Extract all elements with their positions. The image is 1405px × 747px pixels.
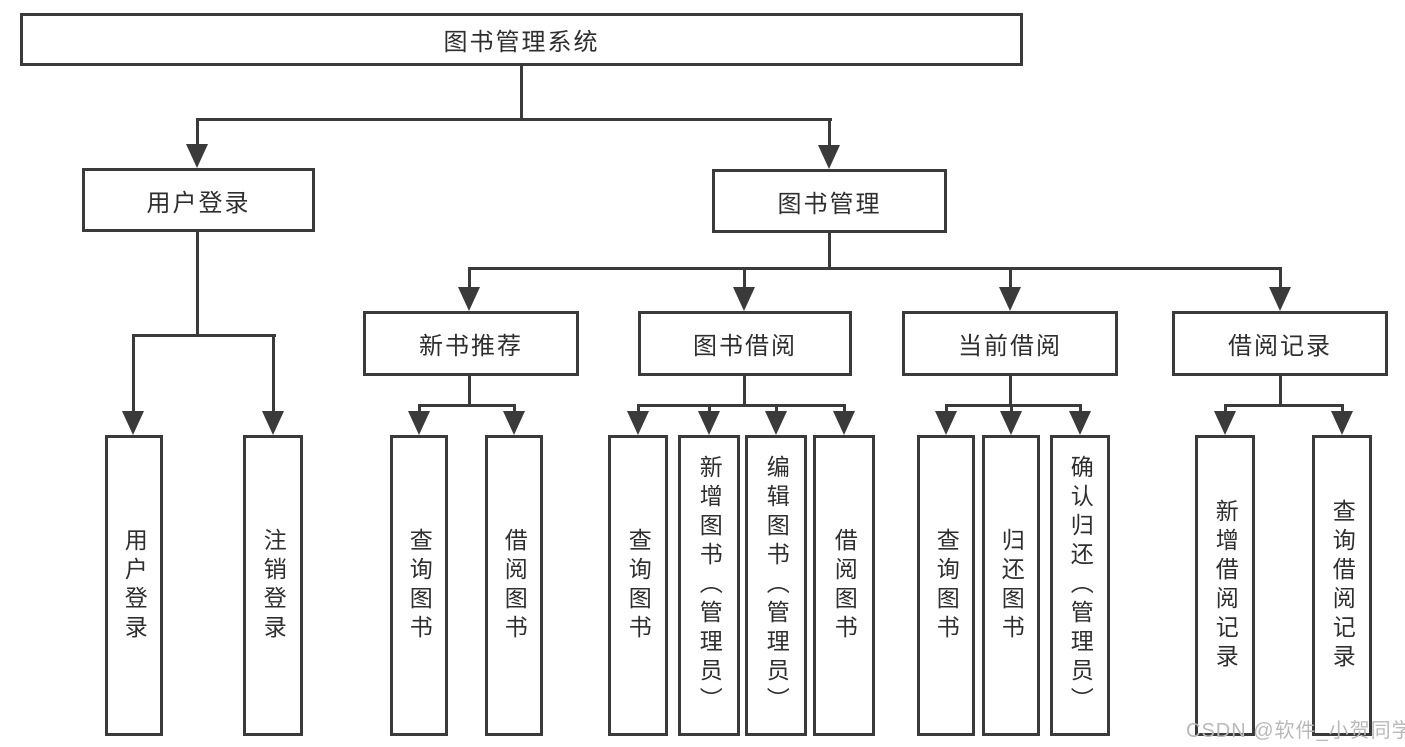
- arrow-down: [186, 118, 208, 168]
- arrow-down: [458, 267, 480, 311]
- leaf-label: 查询图书: [625, 527, 652, 644]
- connector-line: [418, 404, 515, 407]
- arrow-down: [408, 404, 430, 435]
- node-user-login: 用户登录: [82, 168, 315, 232]
- connector-line: [196, 118, 832, 121]
- connector-line: [945, 404, 1081, 407]
- connector-line: [637, 404, 845, 407]
- arrow-down: [1269, 267, 1291, 311]
- connector-line: [520, 66, 523, 120]
- node-borrow-books-rec: 借阅图书: [485, 435, 543, 736]
- node-query-books-borrow: 查询图书: [608, 435, 668, 736]
- node-query-books-rec: 查询图书: [390, 435, 448, 736]
- connector-line: [196, 232, 199, 336]
- node-query-borrow-record: 查询借阅记录: [1312, 435, 1372, 736]
- arrow-down: [503, 404, 525, 435]
- arrow-down: [818, 118, 840, 169]
- node-library-management-system: 图书管理系统: [20, 13, 1023, 66]
- connector-line: [468, 376, 471, 406]
- node-add-books-admin: 新增图书（管理员）: [678, 435, 740, 736]
- node-book-management: 图书管理: [712, 169, 947, 233]
- leaf-label: 新增借阅记录: [1212, 498, 1239, 673]
- arrow-down: [1069, 404, 1091, 435]
- connector-line: [1279, 376, 1282, 406]
- arrow-down: [262, 334, 284, 435]
- arrow-down: [999, 267, 1021, 311]
- arrow-down: [1000, 404, 1022, 435]
- arrow-down: [1214, 404, 1236, 435]
- arrow-down: [1331, 404, 1353, 435]
- connector-line: [132, 334, 276, 337]
- connector-line: [828, 233, 831, 270]
- leaf-label: 借阅图书: [501, 527, 528, 644]
- connector-line: [1224, 404, 1343, 407]
- leaf-label: 确认归还（管理员）: [1067, 455, 1094, 716]
- leaf-label: 归还图书: [998, 527, 1025, 644]
- leaf-label: 查询图书: [933, 527, 960, 644]
- leaf-label: 借阅图书: [831, 527, 858, 644]
- node-logout-leaf: 注销登录: [243, 435, 303, 736]
- leaf-label: 用户登录: [121, 527, 148, 644]
- leaf-label: 查询借阅记录: [1329, 498, 1356, 673]
- node-borrow-books-leaf: 借阅图书: [813, 435, 875, 736]
- node-book-borrowing: 图书借阅: [638, 311, 852, 376]
- arrow-down: [698, 404, 720, 435]
- csdn-watermark: CSDN @软件_小贺同学: [1186, 720, 1405, 742]
- node-return-books: 归还图书: [982, 435, 1040, 736]
- arrow-down: [833, 404, 855, 435]
- node-add-borrow-record: 新增借阅记录: [1195, 435, 1255, 736]
- node-user-login-leaf: 用户登录: [105, 435, 163, 736]
- node-query-books-current: 查询图书: [917, 435, 975, 736]
- arrow-down: [122, 334, 144, 435]
- connector-line: [743, 376, 746, 406]
- leaf-label: 注销登录: [260, 527, 287, 644]
- connector-line: [1009, 376, 1012, 406]
- leaf-label: 查询图书: [406, 527, 433, 644]
- leaf-label: 新增图书（管理员）: [696, 455, 723, 716]
- node-edit-books-admin: 编辑图书（管理员）: [745, 435, 807, 736]
- leaf-label: 编辑图书（管理员）: [763, 455, 790, 716]
- connector-line: [468, 267, 1282, 270]
- node-new-book-recommend: 新书推荐: [363, 311, 579, 376]
- arrow-down: [627, 404, 649, 435]
- node-borrowing-records: 借阅记录: [1172, 311, 1388, 376]
- node-current-borrowing: 当前借阅: [902, 311, 1118, 376]
- arrow-down: [733, 267, 755, 311]
- node-confirm-return-admin: 确认归还（管理员）: [1050, 435, 1110, 736]
- arrow-down: [935, 404, 957, 435]
- arrow-down: [765, 404, 787, 435]
